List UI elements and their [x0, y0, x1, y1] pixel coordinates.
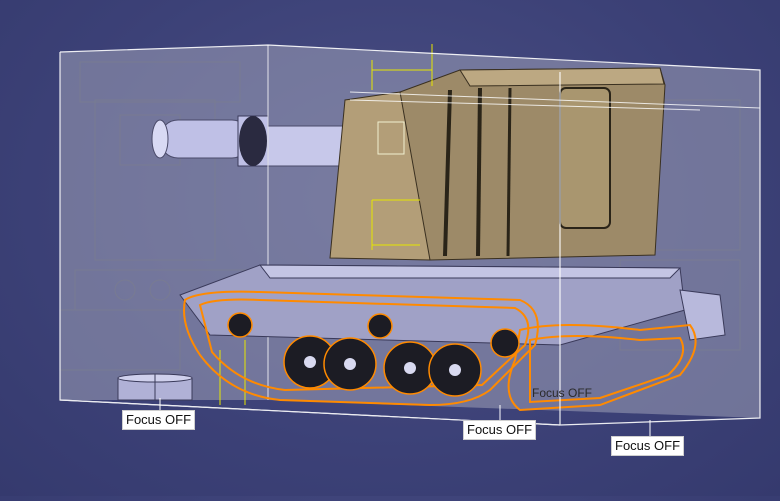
annotation-label-ghost: Focus OFF [532, 386, 593, 400]
gun-barrel [151, 115, 349, 167]
track-assembly [183, 290, 697, 412]
annotation-label[interactable]: Focus OFF [122, 410, 196, 430]
deck-outline [267, 45, 761, 400]
annotation-label[interactable]: Focus OFF [611, 436, 685, 456]
turret [329, 67, 666, 261]
annotation-leaders [159, 398, 651, 436]
annotation-label[interactable]: Focus OFF [463, 420, 537, 440]
road-wheels [227, 312, 520, 397]
small-cylinder-part [117, 373, 193, 401]
